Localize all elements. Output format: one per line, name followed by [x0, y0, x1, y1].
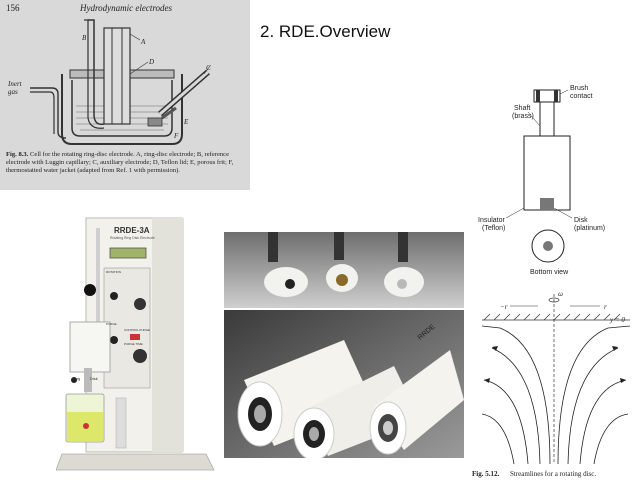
bottom-view-label: Bottom view — [530, 269, 569, 276]
streamlines-figure: ω r −r y = 0 Fig. 5.12. Streamlines for … — [472, 290, 631, 478]
cell-diagram — [30, 19, 211, 145]
omega-symbol: ω — [558, 290, 563, 298]
brush-contact-label-1: Brush — [570, 85, 588, 92]
label-a: A — [141, 38, 146, 46]
instrument-subtitle: Rotating Ring Disk Electrode — [110, 236, 155, 240]
caption-fig-number: Fig. 8.3. — [6, 151, 29, 158]
electrodes-photo-bottom: RRDE — [224, 310, 464, 458]
electrodes-photo-top — [224, 232, 464, 308]
streamline-caption-text: Streamlines for a rotating disc. — [510, 470, 596, 478]
book-figure-caption: Fig. 8.3. Cell for the rotating ring-dis… — [6, 151, 244, 175]
shaft-label-2: (brass) — [512, 113, 534, 120]
insulator-label-1: Insulator — [478, 217, 506, 224]
axis-r-label: r — [604, 303, 607, 311]
label-e: E — [184, 118, 189, 126]
streamline-caption-fig: Fig. 5.12. — [472, 470, 499, 478]
rde-cross-section-diagram: Brush contact Shaft (brass) Insulator (T… — [478, 85, 605, 276]
panel-label-control-purge: CONTROL PURGE — [124, 328, 151, 332]
panel-label-purge: PURGE — [106, 322, 117, 326]
book-running-header: Hydrodynamic electrodes — [80, 3, 173, 13]
brush-contact-label-2: contact — [570, 93, 593, 100]
label-c: C — [206, 64, 211, 72]
book-page-number: 156 — [6, 3, 20, 13]
y-zero-label: y = 0 — [609, 316, 625, 324]
label-f: F — [174, 132, 179, 140]
slide-title: 2. RDE.Overview — [260, 22, 391, 41]
axis-minus-r-label: −r — [500, 303, 508, 311]
instrument-model: RRDE-3A — [114, 226, 150, 235]
panel-label-purge-time: PURGE TIME — [124, 342, 143, 346]
instrument-disk-label: Disk — [90, 376, 98, 381]
label-inert-gas: Inert gas — [8, 80, 22, 96]
instrument-photo — [56, 217, 215, 471]
disk-label-2: (platinum) — [574, 225, 605, 232]
shaft-label-1: Shaft — [514, 105, 530, 112]
instrument-ring-label: Ring — [72, 376, 81, 381]
insulator-label-2: (Teflon) — [482, 225, 505, 232]
caption-text: Cell for the rotating ring-disc electrod… — [6, 151, 234, 174]
label-b: B — [82, 34, 87, 42]
label-d: D — [149, 58, 155, 66]
disk-label-1: Disk — [574, 217, 588, 224]
book-figure-scan: 156 Hydrodynamic electrodes — [0, 0, 250, 190]
panel-label-rotation: ROTATION — [106, 270, 122, 274]
